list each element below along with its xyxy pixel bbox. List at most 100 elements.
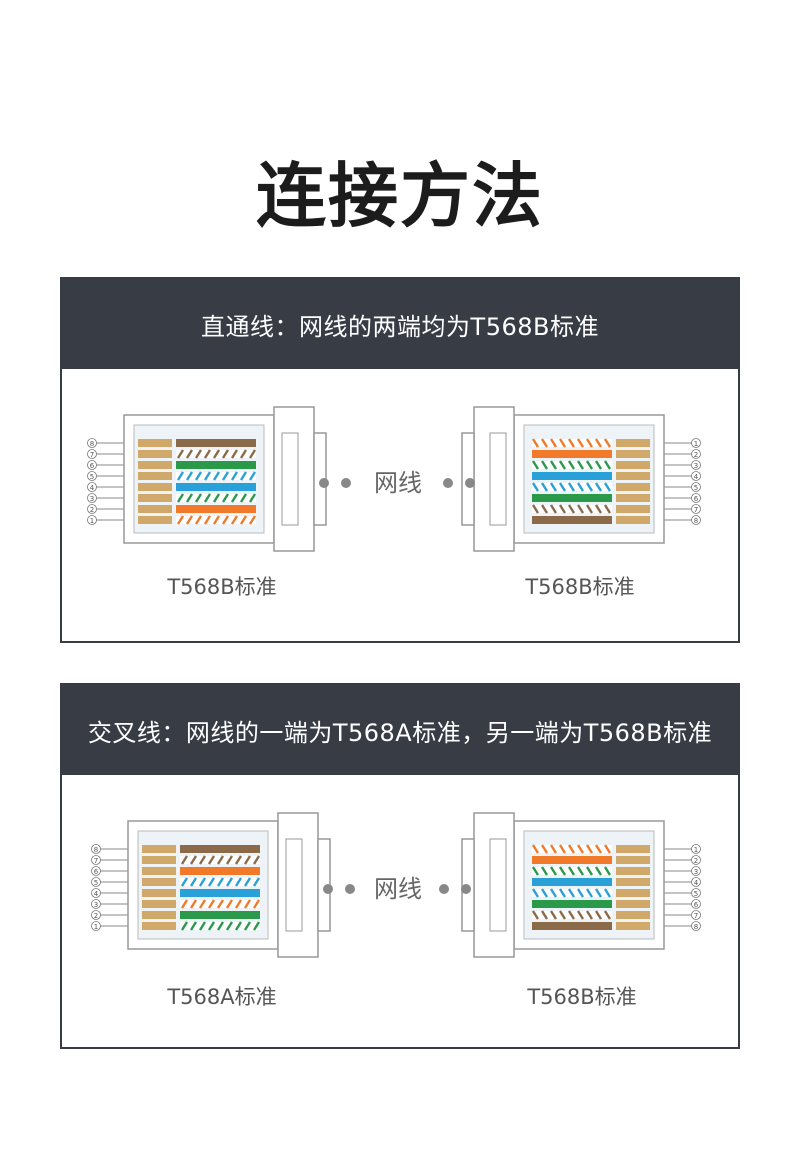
wire-brown	[180, 845, 260, 853]
wire-stripe	[203, 471, 212, 481]
pin-number-circle	[691, 877, 701, 887]
wire-stripe	[558, 438, 567, 448]
gold-pin	[616, 439, 650, 447]
gold-pin	[142, 911, 176, 919]
wire-stripe	[603, 460, 612, 470]
wire-stripe	[576, 504, 585, 514]
wire-stripe	[207, 921, 216, 931]
wire-stripe	[225, 899, 234, 909]
boot-slot	[281, 432, 299, 526]
wire-stripe	[531, 460, 540, 470]
pin-number-circle	[691, 855, 701, 865]
wire-stripe	[567, 504, 576, 514]
wire-stripe	[221, 493, 230, 503]
boot-slot	[285, 838, 303, 932]
wire-stripe	[189, 899, 198, 909]
gold-pin	[616, 889, 650, 897]
pin-number-circle	[691, 460, 701, 470]
pin-number: 5	[694, 890, 698, 898]
gold-pin	[616, 450, 650, 458]
wire-stripe	[549, 910, 558, 920]
wire-stripe	[234, 899, 243, 909]
wire-stripe	[230, 471, 239, 481]
pin-number: 1	[94, 923, 98, 931]
wire-stripe	[540, 910, 549, 920]
cable-dot	[439, 884, 449, 894]
pin-number-circle	[691, 504, 701, 514]
cable-label: 网线	[374, 875, 422, 903]
pin-number-circle	[87, 449, 97, 459]
cable-dot	[461, 884, 471, 894]
pin-number-circle	[691, 866, 701, 876]
crossover-cable-header: 交叉线：网线的一端为T568A标准，另一端为T568B标准	[62, 685, 738, 775]
wire-stripe	[230, 515, 239, 525]
wire-stripe	[603, 910, 612, 920]
gold-pin	[138, 450, 172, 458]
wire-stripe	[540, 438, 549, 448]
wire-blue	[532, 878, 612, 886]
wire-stripe	[576, 910, 585, 920]
wire-stripe	[176, 515, 185, 525]
wire-stripe	[585, 438, 594, 448]
pin-number: 8	[694, 923, 698, 931]
pin-number-circle	[91, 877, 101, 887]
wire-stripe	[585, 888, 594, 898]
right-standard-label: T568B标准	[527, 985, 637, 1009]
wire-orange	[532, 450, 612, 458]
pin-number-circle	[87, 438, 97, 448]
wire-stripe	[216, 921, 225, 931]
wire-stripe	[198, 921, 207, 931]
pin-number: 2	[694, 451, 698, 459]
pin-number: 1	[90, 517, 94, 525]
wire-stripe	[558, 888, 567, 898]
cable-dot	[345, 884, 355, 894]
pin-number: 1	[694, 440, 698, 448]
gold-pin	[138, 494, 172, 502]
pin-number: 2	[694, 857, 698, 865]
wire-stripe	[603, 482, 612, 492]
wire-stripe	[216, 855, 225, 865]
wire-stripe	[185, 449, 194, 459]
wire-stripe	[531, 888, 540, 898]
pin-number-circle	[691, 515, 701, 525]
cable-dot	[443, 478, 453, 488]
wire-stripe	[567, 888, 576, 898]
wire-stripe	[230, 493, 239, 503]
gold-pin	[616, 856, 650, 864]
pin-number: 8	[90, 440, 94, 448]
wire-stripe	[207, 855, 216, 865]
pin-number: 5	[90, 473, 94, 481]
gold-pin	[142, 878, 176, 886]
wire-stripe	[594, 460, 603, 470]
pin-number-circle	[691, 844, 701, 854]
wire-stripe	[207, 877, 216, 887]
wire-green	[532, 900, 612, 908]
pin-number: 7	[94, 857, 98, 865]
wire-stripe	[549, 460, 558, 470]
pin-number: 4	[90, 484, 95, 492]
wire-stripe	[176, 449, 185, 459]
wire-stripe	[549, 888, 558, 898]
gold-pin	[138, 505, 172, 513]
wire-stripe	[594, 504, 603, 514]
wire-stripe	[585, 460, 594, 470]
wire-stripe	[221, 449, 230, 459]
gold-pin	[616, 867, 650, 875]
gold-pin	[616, 516, 650, 524]
wire-blue	[176, 483, 256, 491]
wire-green	[176, 461, 256, 469]
wire-stripe	[567, 910, 576, 920]
wire-stripe	[531, 482, 540, 492]
wire-stripe	[603, 844, 612, 854]
wire-stripe	[594, 888, 603, 898]
wire-stripe	[243, 877, 252, 887]
pin-number: 8	[694, 517, 698, 525]
gold-pin	[616, 505, 650, 513]
straight-cable-header: 直通线：网线的两端均为T568B标准	[62, 279, 738, 369]
wire-stripe	[549, 844, 558, 854]
pin-number: 2	[94, 912, 98, 920]
